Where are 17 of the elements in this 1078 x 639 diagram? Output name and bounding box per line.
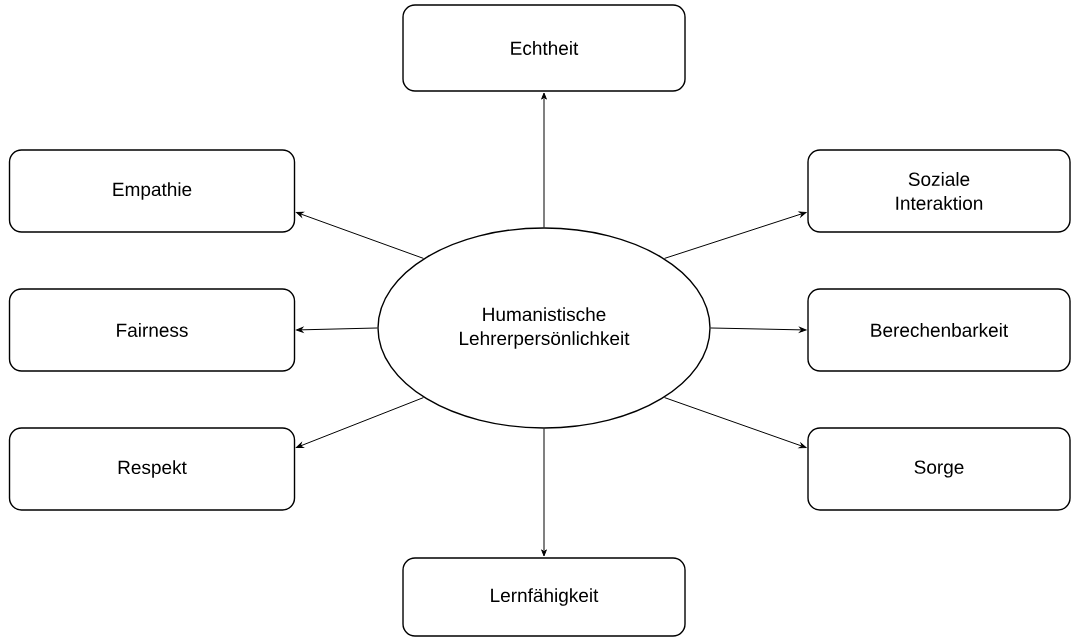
rounded-box: Echtheit — [402, 4, 686, 92]
arrow — [296, 326, 378, 333]
rounded-box: Berechenbarkeit — [807, 288, 1071, 372]
rounded-box: Lernfähigkeit — [402, 557, 686, 637]
rounded-box: Fairness — [8, 288, 296, 372]
arrow — [710, 326, 807, 333]
rounded-box: Soziale Interaktion — [807, 149, 1071, 233]
rounded-box: Empathie — [8, 149, 296, 233]
rounded-box: Sorge — [807, 427, 1071, 511]
arrow — [664, 211, 807, 259]
arrow — [541, 92, 547, 228]
rounded-box: Respekt — [8, 427, 296, 511]
arrow — [296, 211, 424, 259]
ellipse-node: Humanistische Lehrerpersönlichkeit — [377, 227, 711, 429]
arrow — [296, 397, 424, 448]
arrow — [664, 397, 807, 449]
arrow — [541, 428, 547, 557]
